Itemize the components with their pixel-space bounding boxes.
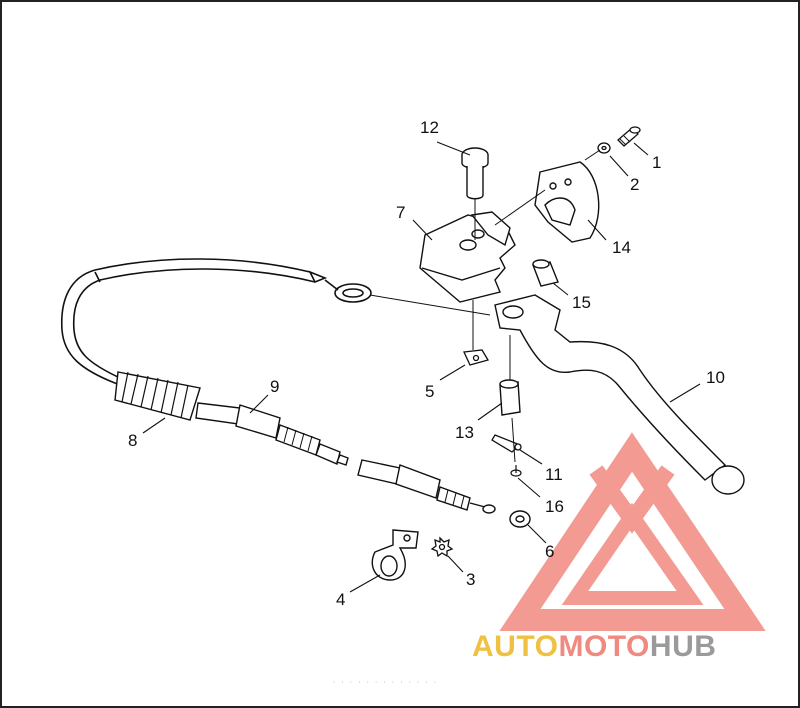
- screw: [617, 126, 641, 147]
- watermark-text: AUTOMOTOHUB: [472, 630, 716, 663]
- bushing: [532, 259, 559, 287]
- clutch-cable: [60, 258, 372, 386]
- callout-15: 15: [572, 293, 591, 312]
- clamp-cap: [534, 161, 600, 243]
- retaining-clip: [463, 349, 489, 366]
- callout-13: 13: [455, 423, 474, 442]
- callout-2: 2: [630, 175, 639, 194]
- callout-11: 11: [545, 465, 563, 484]
- callout-10: 10: [706, 368, 725, 387]
- interlock-pin: [499, 379, 521, 416]
- cable-boot: [114, 371, 201, 421]
- callout-3: 3: [466, 570, 475, 589]
- callout-14: 14: [612, 238, 631, 257]
- pivot-pin: [461, 147, 489, 200]
- lever-perch: [419, 211, 516, 303]
- clutch-lever: [494, 294, 745, 495]
- cable-lower-adjuster: [357, 459, 496, 514]
- callout-16: 16: [545, 497, 564, 516]
- footer-caption: · · · · · · · · · · · · ·: [332, 679, 437, 687]
- small-screw: [510, 465, 522, 477]
- cable-adjuster: [195, 402, 349, 466]
- callout-8: 8: [128, 431, 137, 450]
- callout-5: 5: [425, 382, 434, 401]
- callout-7: 7: [396, 203, 405, 222]
- callout-9: 9: [270, 377, 279, 396]
- watermark-auto: AUTO: [472, 630, 558, 663]
- callout-1: 1: [652, 153, 661, 172]
- spring-clip: [491, 434, 522, 453]
- star-washer: [430, 536, 454, 558]
- alignment-lines: [369, 149, 601, 463]
- svg-text:AUTOMOTOHUB: AUTOMOTOHUB: [472, 630, 716, 663]
- callout-12: 12: [420, 118, 439, 137]
- callout-labels: 1 2 3 4 5 6 7 8 9 10 11 12 13 14 15 16: [128, 118, 725, 609]
- callout-6: 6: [545, 542, 554, 561]
- watermark-logo: [499, 432, 766, 631]
- watermark-hub: HUB: [650, 630, 717, 663]
- watermark-moto: MOTO: [558, 630, 649, 663]
- cable-clamp: [371, 529, 419, 581]
- washer-6: [509, 510, 531, 528]
- washer-2: [597, 142, 611, 154]
- callout-4: 4: [336, 590, 345, 609]
- leader-lines: [142, 141, 701, 593]
